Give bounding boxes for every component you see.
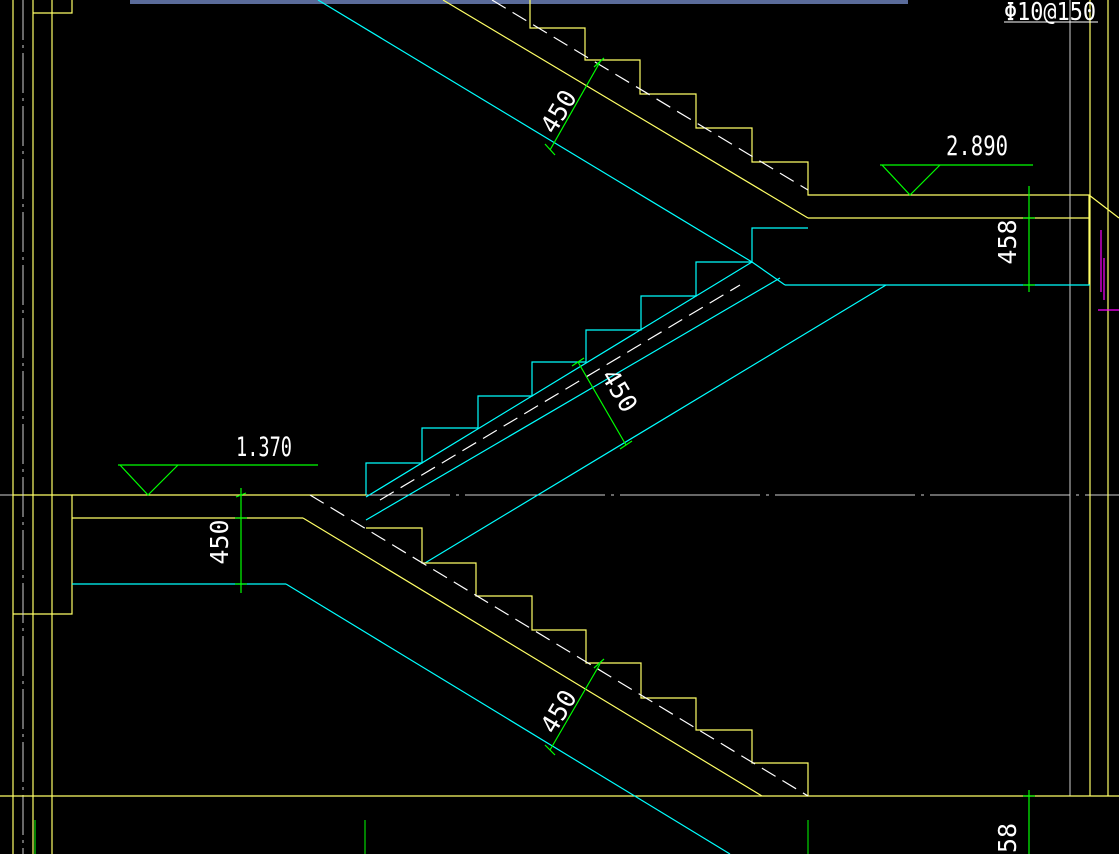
lower-landing (72, 494, 366, 585)
right-wall (1088, 0, 1119, 796)
bottom-flight (285, 494, 809, 854)
level-upper-label: 2.890 (946, 131, 1008, 162)
right-marker (1098, 230, 1119, 311)
middle-flight (365, 227, 1090, 564)
dim-landing-upper-label: 458 (993, 219, 1022, 264)
left-wall (12, 0, 73, 854)
dim-landing-lower-label: 450 (205, 519, 234, 564)
top-title-bar (130, 0, 908, 4)
bottom-stubs (34, 820, 809, 854)
dimension-lines (118, 57, 1035, 854)
top-flight (317, 0, 1090, 263)
dim-flight-middle-label: 450 (595, 364, 643, 418)
level-lower-label: 1.370 (236, 432, 292, 463)
dim-bottom-partial-label: 58 (993, 823, 1022, 853)
dim-flight-top-label: 450 (535, 85, 583, 139)
dim-flight-bottom-label: 450 (535, 685, 583, 739)
